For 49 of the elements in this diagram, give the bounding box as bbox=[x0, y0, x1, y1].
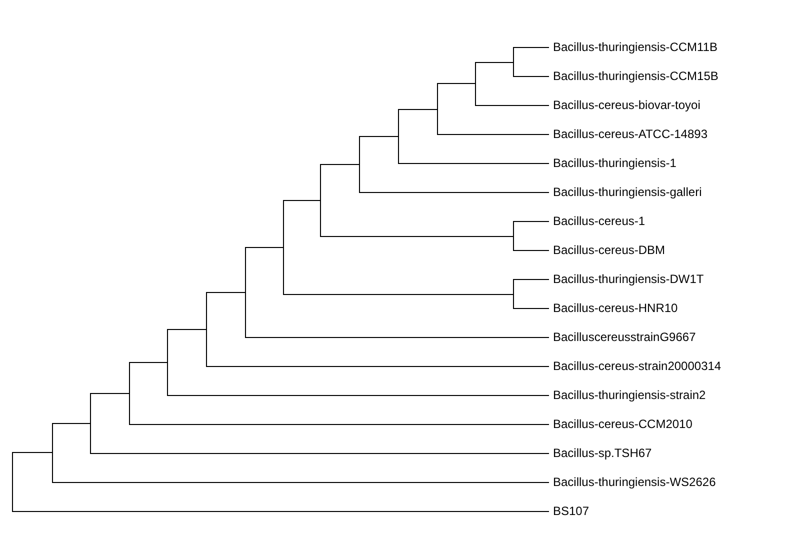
branch-line bbox=[514, 250, 550, 251]
taxon-label: Bacillus-cereus-1 bbox=[549, 214, 646, 228]
branch-line bbox=[90, 393, 130, 394]
branch-line bbox=[320, 236, 514, 237]
branch-line bbox=[476, 105, 550, 106]
taxon-label: Bacillus-thuringiensis-CCM15B bbox=[549, 69, 718, 83]
branch-line bbox=[284, 200, 320, 201]
branch-line bbox=[320, 164, 360, 165]
branch-line bbox=[90, 453, 550, 454]
taxon-label: Bacillus-thuringiensis-1 bbox=[549, 156, 676, 170]
taxon-label: Bacillus-thuringiensis-strain2 bbox=[549, 388, 706, 402]
branch-line bbox=[12, 511, 550, 512]
branch-line bbox=[514, 308, 550, 309]
branch-line bbox=[514, 76, 550, 77]
taxon-label: BacilluscereusstrainG9667 bbox=[549, 330, 696, 344]
branch-line bbox=[438, 134, 550, 135]
branch-line bbox=[130, 362, 168, 363]
taxon-label: Bacillus-thuringiensis-DW1T bbox=[549, 272, 704, 286]
taxon-label: Bacillus-thuringiensis-galleri bbox=[549, 185, 702, 199]
branch-line bbox=[360, 192, 550, 193]
branch-line bbox=[514, 47, 550, 48]
taxon-label: Bacillus-thuringiensis-WS2626 bbox=[549, 475, 716, 489]
branch-line bbox=[398, 109, 438, 110]
taxon-label: Bacillus-cereus-CCM2010 bbox=[549, 417, 692, 431]
branch-line bbox=[246, 337, 550, 338]
taxon-label: Bacillus-cereus-DBM bbox=[549, 243, 666, 257]
taxon-label: Bacillus-cereus-ATCC-14893 bbox=[549, 127, 708, 141]
branch-line bbox=[12, 452, 52, 453]
branch-line bbox=[130, 424, 550, 425]
taxon-label: Bacillus-cereus-biovar-toyoi bbox=[549, 98, 700, 112]
branch-line bbox=[514, 279, 550, 280]
branch-line bbox=[398, 163, 550, 164]
branch-line bbox=[52, 423, 90, 424]
branch-line bbox=[476, 62, 514, 63]
branch-line bbox=[438, 83, 476, 84]
branch-line bbox=[514, 221, 550, 222]
branch-line bbox=[206, 292, 246, 293]
taxon-label: Bacillus-cereus-strain20000314 bbox=[549, 359, 722, 373]
branch-line bbox=[284, 294, 514, 295]
taxon-label: Bacillus-cereus-HNR10 bbox=[549, 301, 678, 315]
branch-line bbox=[246, 247, 284, 248]
branch-line bbox=[168, 395, 550, 396]
branch-line bbox=[206, 366, 550, 367]
branch-line bbox=[360, 136, 398, 137]
branch-line bbox=[168, 329, 206, 330]
taxon-label: BS107 bbox=[549, 504, 590, 518]
taxon-label: Bacillus-sp.TSH67 bbox=[549, 446, 652, 460]
taxon-label: Bacillus-thuringiensis-CCM11B bbox=[549, 40, 718, 54]
branch-line bbox=[52, 482, 550, 483]
